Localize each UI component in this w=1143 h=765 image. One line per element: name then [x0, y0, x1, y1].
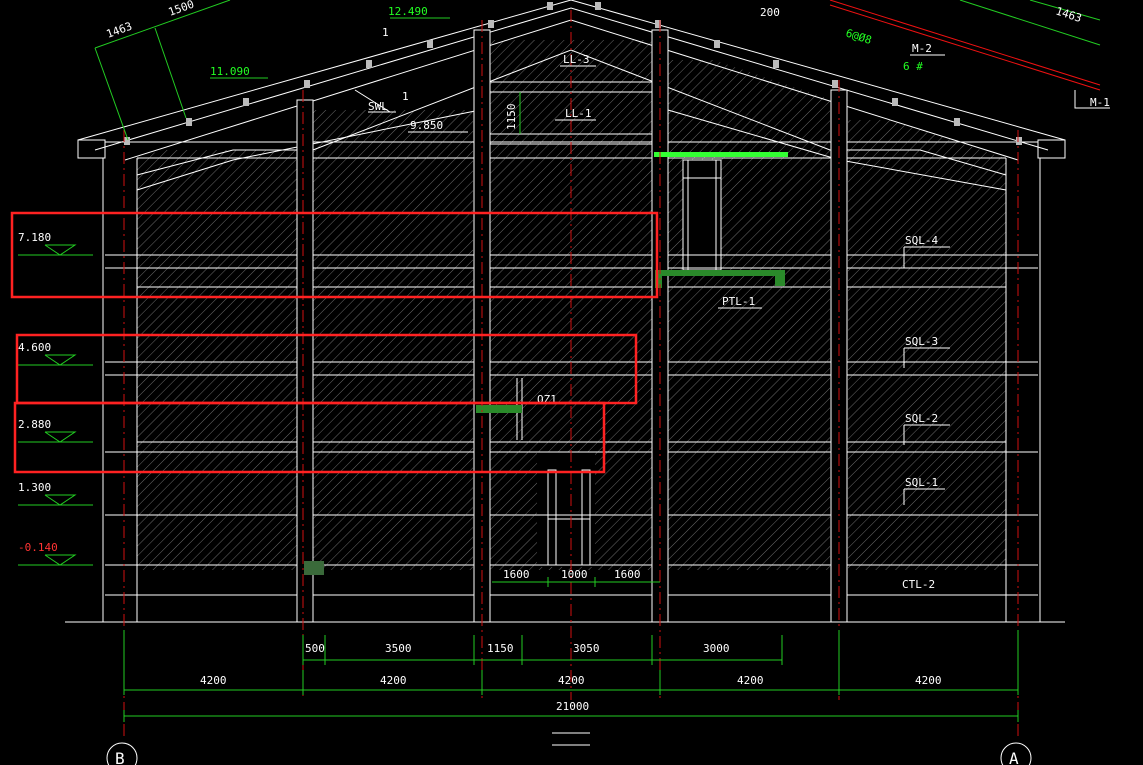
- dim-1150-vertical: 1150: [505, 104, 518, 131]
- level-label-3: 2.880: [18, 418, 51, 431]
- ll3-tag: LL-3: [563, 53, 590, 66]
- dim-row2-4: 4200: [737, 674, 764, 687]
- section-mark-2: 1: [402, 90, 409, 103]
- axis-label-b: B: [115, 749, 125, 765]
- dim-row1-2: 3500: [385, 642, 412, 655]
- dim-row2-2: 4200: [380, 674, 407, 687]
- dim-row2-3: 4200: [558, 674, 585, 687]
- roof-level-1: 12.490: [388, 5, 428, 18]
- dim-row1-4: 3050: [573, 642, 600, 655]
- dim-row1-1: 500: [305, 642, 325, 655]
- ll1-tag: LL-1: [565, 107, 592, 120]
- m2-tag: M-2: [912, 42, 932, 55]
- beam-tags: LL-3 LL-1 1150 PTL-1 QZ1 CTL-2: [505, 53, 935, 591]
- level-label-1: 7.180: [18, 231, 51, 244]
- ctl2-tag: CTL-2: [902, 578, 935, 591]
- level-label-2: 4.600: [18, 341, 51, 354]
- dimension-total: 21000: [123, 700, 1019, 746]
- roof-level-2: 11.090: [210, 65, 250, 78]
- sql2-tag: SQL-2: [905, 412, 938, 425]
- sql-tags: SQL-4 SQL-3 SQL-2 SQL-1: [903, 234, 950, 505]
- roof-tile-marks: [124, 2, 1022, 145]
- axis-label-a: A: [1009, 749, 1019, 765]
- level-label-4: 1.300: [18, 481, 51, 494]
- wall-hatch: [137, 40, 1006, 570]
- stair-dim-2: 1000: [561, 568, 588, 581]
- top-dim-right-1: 200: [760, 6, 780, 19]
- dim-total-label: 21000: [556, 700, 589, 713]
- top-dim-right-2: 1463: [1054, 4, 1083, 25]
- axis-bubbles: B A: [106, 742, 1032, 765]
- sql4-tag: SQL-4: [905, 234, 938, 247]
- swl-tag: SWL: [368, 100, 388, 113]
- dim-row1-3: 1150: [487, 642, 514, 655]
- green-elements: [304, 152, 788, 575]
- roof-level-3: 9.850: [410, 119, 443, 132]
- level-label-5: -0.140: [18, 541, 58, 554]
- roof-annotations: 12.490 11.090 9.850 1463 1500 SWL 1 1 20…: [94, 0, 1110, 141]
- dim-row1-5: 3000: [703, 642, 730, 655]
- stair-dim-3: 1600: [614, 568, 641, 581]
- sql3-tag: SQL-3: [905, 335, 938, 348]
- dimension-row-1: 500 3500 1150 3050 3000: [302, 635, 783, 665]
- highlight-box-3: [13, 401, 606, 474]
- top-dim-left-1: 1463: [105, 20, 134, 41]
- level-markers: 7.180 4.600 2.880 1.300 -0.140: [18, 231, 93, 566]
- section-mark-1: 1: [382, 26, 389, 39]
- dimension-row-2: 4200 4200 4200 4200 4200: [123, 630, 1019, 695]
- stair-dim-1: 1600: [503, 568, 530, 581]
- six-tag: 6 #: [903, 60, 923, 73]
- highlight-boxes: [10, 211, 659, 474]
- stair-dims: 1600 1000 1600: [492, 568, 660, 587]
- ptl1-tag: PTL-1: [722, 295, 755, 308]
- dim-row2-1: 4200: [200, 674, 227, 687]
- outer-walls: [102, 158, 1041, 622]
- sql1-tag: SQL-1: [905, 476, 938, 489]
- top-dim-left-2: 1500: [167, 0, 196, 19]
- highlight-box-1: [10, 211, 659, 299]
- dim-row2-5: 4200: [915, 674, 942, 687]
- m1-tag: M-1: [1090, 96, 1110, 109]
- roof-rebar-note: 6@Ø8: [844, 26, 873, 47]
